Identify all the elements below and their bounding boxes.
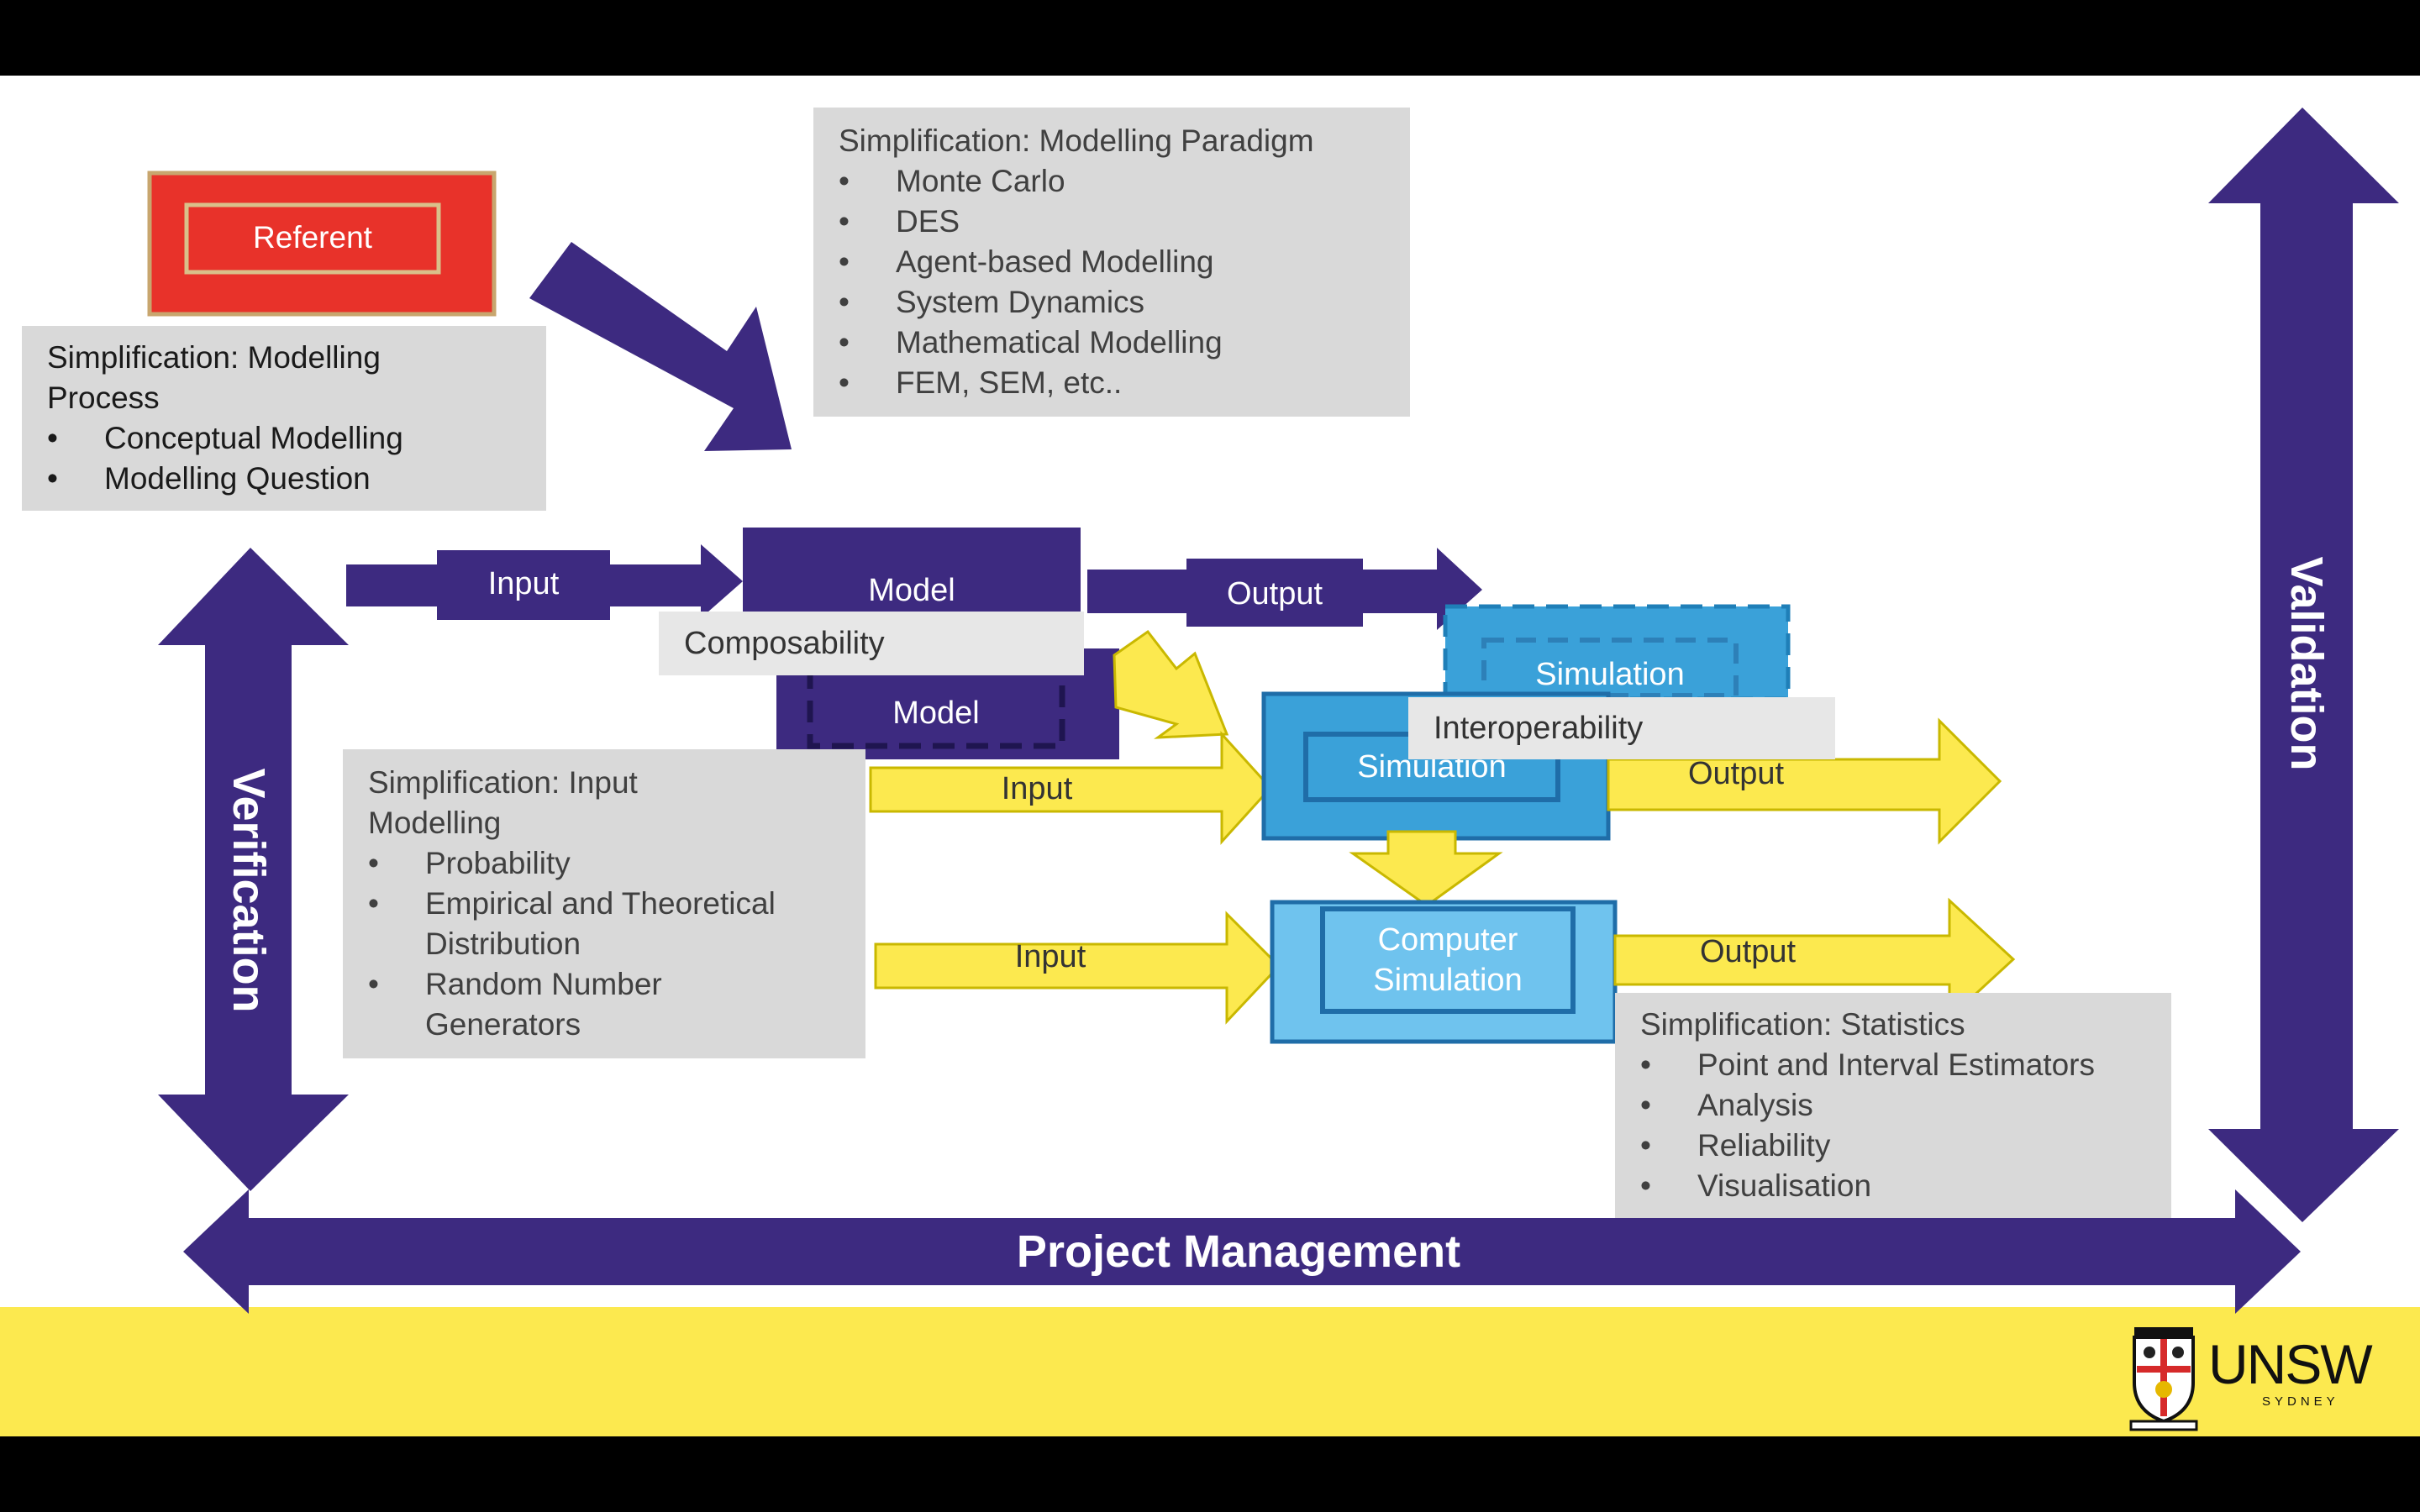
input-arrow-2 <box>869 731 1273 845</box>
bottom-letterbox <box>0 1436 2420 1512</box>
computer-simulation-label-2: Simulation <box>1373 963 1523 998</box>
list-item: Point and Interval Estimators <box>1640 1045 2146 1085</box>
modelling-process-box: Simplification: Modelling Process Concep… <box>22 326 546 511</box>
list-item: Mathematical Modelling <box>839 323 1385 363</box>
diagonal-arrow <box>529 242 792 451</box>
verification-arrow <box>158 548 349 1191</box>
simulation-box-top <box>1443 604 1791 701</box>
footer-band <box>0 1307 2420 1436</box>
list-item: Modelling Question <box>47 459 521 499</box>
modelling-paradigm-box: Simplification: Modelling Paradigm Monte… <box>813 108 1410 417</box>
statistics-list: Point and Interval Estimators Analysis R… <box>1640 1045 2146 1206</box>
modelling-process-title: Simplification: Modelling Process <box>47 340 381 415</box>
computer-simulation-box-inner <box>1320 906 1576 1014</box>
output-label-3: Output <box>1699 934 1797 969</box>
referent-inner-frame <box>184 202 441 275</box>
validation-label: Validation <box>2281 556 2332 771</box>
model-label-1: Model <box>868 573 955 608</box>
input-label-3: Input <box>1014 939 1086 974</box>
input-label-1: Input <box>487 566 560 601</box>
simulation-top-label: Simulation <box>1535 657 1685 692</box>
output-arrow-3 <box>1613 897 2016 1021</box>
input-modelling-box: Simplification: Input Modelling Probabil… <box>343 749 865 1058</box>
list-item: System Dynamics <box>839 282 1385 323</box>
list-item: Visualisation <box>1640 1166 2146 1206</box>
yellow-diagonal-arrow <box>1113 629 1229 739</box>
list-item: Random Number Generators <box>368 964 728 1045</box>
list-item: DES <box>839 202 1385 242</box>
unsw-logo-text: UNSW <box>2208 1333 2373 1395</box>
output-label-2: Output <box>1687 756 1785 791</box>
input-label-2: Input <box>1001 771 1073 806</box>
list-item: Empirical and Theoretical Distribution <box>368 884 812 964</box>
output-arrow-1 <box>1087 548 1482 630</box>
output-label-1: Output <box>1226 576 1323 612</box>
statistics-box: Simplification: Statistics Point and Int… <box>1615 993 2171 1218</box>
unsw-logo-subtitle: SYDNEY <box>2262 1394 2339 1409</box>
down-arrow <box>1349 830 1503 907</box>
statistics-title: Simplification: Statistics <box>1640 1007 1965 1042</box>
computer-simulation-box <box>1270 900 1618 1044</box>
list-item: Conceptual Modelling <box>47 418 521 459</box>
modelling-paradigm-title: Simplification: Modelling Paradigm <box>839 123 1314 158</box>
interoperability-tag: Interoperability <box>1408 697 1835 759</box>
project-management-arrow <box>183 1189 2301 1314</box>
output-arrow-2 <box>1607 717 2002 845</box>
model-label-2: Model <box>892 696 980 731</box>
unsw-crest <box>2129 1327 2198 1431</box>
project-management-label: Project Management <box>1016 1226 1461 1277</box>
modelling-process-list: Conceptual Modelling Modelling Question <box>47 418 521 499</box>
validation-arrow <box>2208 108 2399 1222</box>
input-modelling-title: Simplification: Input Modelling <box>368 765 638 840</box>
modelling-paradigm-list: Monte Carlo DES Agent-based Modelling Sy… <box>839 161 1385 403</box>
list-item: Analysis <box>1640 1085 2146 1126</box>
top-letterbox <box>0 0 2420 76</box>
list-item: Reliability <box>1640 1126 2146 1166</box>
computer-simulation-label-1: Computer <box>1377 922 1518 958</box>
composability-tag: Composability <box>659 612 1084 675</box>
list-item: Probability <box>368 843 840 884</box>
list-item: Monte Carlo <box>839 161 1385 202</box>
list-item: Agent-based Modelling <box>839 242 1385 282</box>
referent-label: Referent <box>253 220 372 255</box>
list-item: FEM, SEM, etc.. <box>839 363 1385 403</box>
model-box-1 <box>743 528 1081 618</box>
input-arrow-1 <box>346 544 743 620</box>
verification-label: Verification <box>224 768 274 1013</box>
input-arrow-3 <box>874 911 1281 1025</box>
input-modelling-list: Probability Empirical and Theoretical Di… <box>368 843 840 1045</box>
model-box-2-inner <box>807 665 1065 749</box>
